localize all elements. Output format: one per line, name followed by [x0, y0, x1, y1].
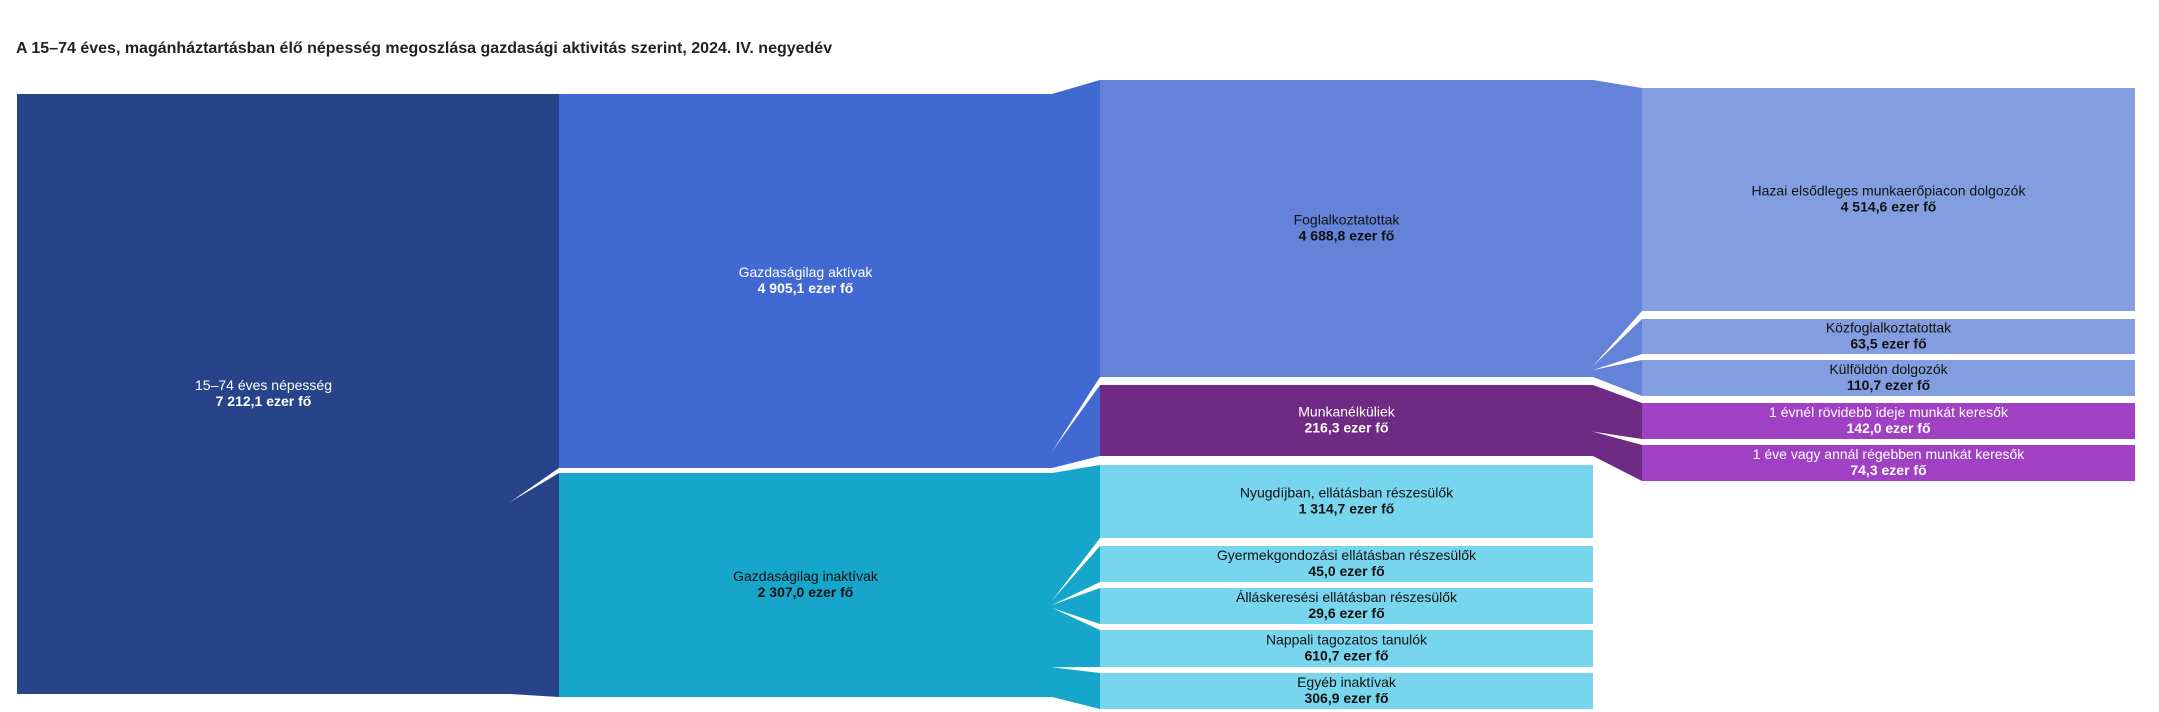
- link-act-unemp[interactable]: [1052, 385, 1100, 468]
- link-emp-abr[interactable]: [1593, 360, 1642, 396]
- link-emp-dom[interactable]: [1593, 80, 1642, 366]
- node-label-pub: Közfoglalkoztatottak: [1826, 320, 1952, 336]
- node-rect-pub[interactable]: [1642, 319, 2135, 354]
- node-label-ret: Nyugdíjban, ellátásban részesülők: [1240, 485, 1454, 501]
- link-unemp-short[interactable]: [1593, 385, 1642, 439]
- node-rect-emp[interactable]: [1100, 80, 1593, 377]
- node-label-jobs: Álláskeresési ellátásban részesülők: [1236, 589, 1458, 605]
- node-label-short: 1 évnél rövidebb ideje munkát keresők: [1769, 404, 2009, 420]
- node-value-jobs: 29,6 ezer fő: [1308, 605, 1384, 621]
- node-jobs[interactable]: Álláskeresési ellátásban részesülők29,6 …: [1100, 588, 1593, 624]
- node-value-unemp: 216,3 ezer fő: [1304, 420, 1388, 436]
- node-label-abr: Külföldön dolgozók: [1829, 361, 1948, 377]
- node-rect-unemp[interactable]: [1100, 385, 1593, 456]
- node-long[interactable]: 1 éve vagy annál régebben munkát keresők…: [1642, 445, 2135, 481]
- node-label-child: Gyermekgondozási ellátásban részesülők: [1217, 547, 1477, 563]
- node-value-child: 45,0 ezer fő: [1308, 563, 1384, 579]
- chart-title: A 15–74 éves, magánháztartásban élő népe…: [16, 40, 833, 57]
- node-label-inact: Gazdaságilag inaktívak: [733, 568, 879, 584]
- node-label-dom: Hazai elsődleges munkaerőpiacon dolgozók: [1752, 183, 2027, 199]
- node-short[interactable]: 1 évnél rövidebb ideje munkát keresők142…: [1642, 403, 2135, 439]
- node-value-other: 306,9 ezer fő: [1304, 690, 1388, 706]
- sankey-links: [510, 80, 1642, 709]
- node-rect-act[interactable]: [559, 94, 1052, 468]
- node-child[interactable]: Gyermekgondozási ellátásban részesülők45…: [1100, 546, 1593, 582]
- link-inact-jobs[interactable]: [1052, 588, 1100, 624]
- link-act-emp[interactable]: [1052, 80, 1100, 452]
- node-label-unemp: Munkanélküliek: [1298, 404, 1395, 420]
- node-value-ret: 1 314,7 ezer fő: [1299, 501, 1395, 517]
- node-value-emp: 4 688,8 ezer fő: [1299, 228, 1395, 244]
- node-value-act: 4 905,1 ezer fő: [758, 280, 854, 296]
- node-rect-abr[interactable]: [1642, 360, 2135, 396]
- node-rect-other[interactable]: [1100, 673, 1593, 709]
- link-inact-stud[interactable]: [1052, 607, 1100, 668]
- link-inact-child[interactable]: [1052, 546, 1100, 606]
- link-pop-act[interactable]: [510, 94, 559, 503]
- node-rect-short[interactable]: [1642, 403, 2135, 439]
- node-rect-dom[interactable]: [1642, 88, 2135, 311]
- node-rect-stud[interactable]: [1100, 630, 1593, 667]
- node-value-stud: 610,7 ezer fő: [1304, 648, 1388, 664]
- node-rect-child[interactable]: [1100, 546, 1593, 582]
- node-value-dom: 4 514,6 ezer fő: [1841, 199, 1937, 215]
- node-rect-jobs[interactable]: [1100, 588, 1593, 624]
- node-label-other: Egyéb inaktívak: [1297, 674, 1397, 690]
- node-value-inact: 2 307,0 ezer fő: [758, 584, 854, 600]
- node-label-pop: 15–74 éves népesség: [195, 377, 332, 393]
- node-value-abr: 110,7 ezer fő: [1847, 377, 1930, 393]
- node-dom[interactable]: Hazai elsődleges munkaerőpiacon dolgozók…: [1642, 88, 2135, 311]
- node-rect-ret[interactable]: [1100, 465, 1593, 538]
- node-rect-long[interactable]: [1642, 445, 2135, 481]
- node-label-emp: Foglalkoztatottak: [1294, 212, 1401, 228]
- node-label-long: 1 éve vagy annál régebben munkát keresők: [1753, 446, 2026, 462]
- node-rect-pop[interactable]: [17, 94, 510, 694]
- node-label-stud: Nappali tagozatos tanulók: [1266, 632, 1428, 648]
- node-label-act: Gazdaságilag aktívak: [739, 264, 874, 280]
- node-value-pub: 63,5 ezer fő: [1850, 336, 1926, 352]
- node-value-short: 142,0 ezer fő: [1846, 420, 1930, 436]
- link-inact-other[interactable]: [1052, 667, 1100, 709]
- link-inact-ret[interactable]: [1052, 465, 1100, 601]
- node-value-pop: 7 212,1 ezer fő: [216, 393, 312, 409]
- node-rect-inact[interactable]: [559, 473, 1052, 697]
- link-emp-pub[interactable]: [1593, 319, 1642, 370]
- link-unemp-long[interactable]: [1593, 431, 1642, 481]
- node-value-long: 74,3 ezer fő: [1850, 462, 1926, 478]
- link-pop-inact[interactable]: [510, 473, 559, 697]
